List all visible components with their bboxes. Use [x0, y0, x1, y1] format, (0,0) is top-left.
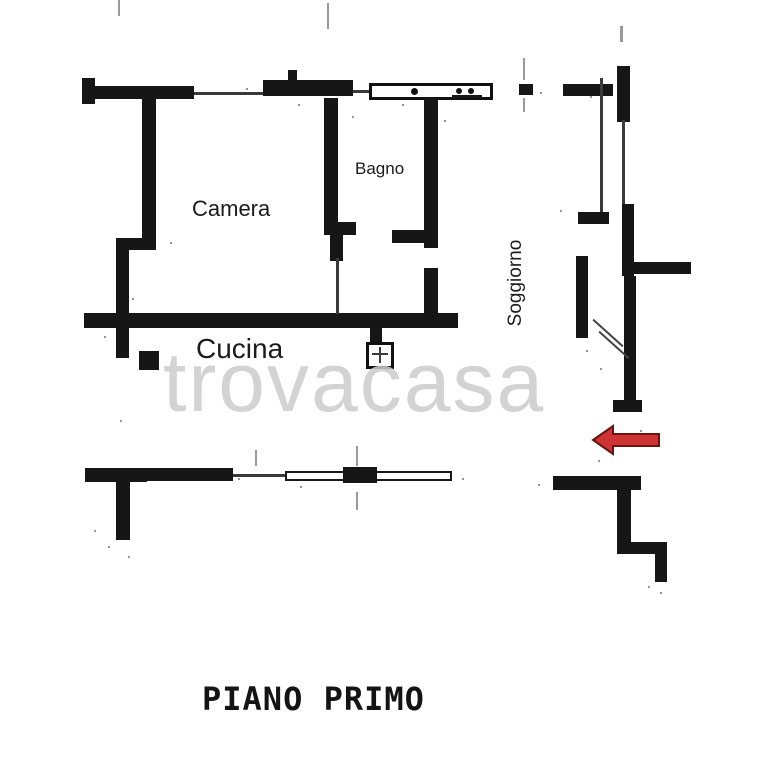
wall-segment — [392, 230, 426, 243]
wall-segment — [288, 70, 297, 81]
wall-segment — [263, 80, 353, 96]
wall-segment — [85, 468, 147, 482]
room-label-cucina: Cucina — [196, 333, 284, 364]
wall-segment — [617, 490, 631, 554]
wall-line — [194, 92, 263, 95]
wall-segment — [116, 238, 156, 250]
wall-segment — [330, 235, 343, 261]
wall-segment — [116, 482, 130, 540]
hatch-line — [592, 318, 624, 348]
fixture-dot — [456, 88, 462, 94]
wall-segment — [578, 212, 609, 224]
scan-mark — [255, 450, 257, 466]
scan-mark — [327, 3, 329, 29]
wall-segment — [343, 467, 377, 483]
wall-segment — [116, 328, 129, 358]
entrance-arrow-icon — [591, 424, 660, 456]
watermark-text: trovacasa — [163, 335, 546, 429]
wall-segment — [324, 98, 338, 230]
wall-segment — [576, 256, 588, 338]
wall-line — [353, 90, 369, 93]
fixture-dot — [411, 88, 418, 95]
wall-segment — [324, 222, 356, 235]
scan-noise — [0, 0, 2, 2]
wall-segment — [553, 476, 641, 490]
room-label-bagno: Bagno — [355, 159, 405, 178]
wall-segment — [424, 268, 438, 318]
wall-segment — [634, 262, 691, 274]
wall-line — [233, 474, 285, 477]
wall-segment — [142, 98, 156, 246]
scan-mark — [523, 98, 525, 112]
wall-segment — [82, 78, 95, 104]
fixture-mark — [379, 347, 381, 363]
scan-mark — [356, 492, 358, 510]
wall-line — [336, 258, 339, 314]
room-label-soggiorno: Soggiorno — [505, 239, 526, 327]
wall-segment — [452, 95, 482, 98]
wall-segment — [631, 542, 667, 554]
wall-segment — [147, 468, 233, 481]
wall-segment — [613, 400, 642, 412]
wall-segment — [519, 84, 533, 95]
wall-segment — [622, 204, 634, 276]
scan-mark — [523, 58, 525, 80]
scan-mark — [620, 26, 623, 42]
wall-segment — [139, 351, 159, 370]
wall-segment — [617, 66, 630, 122]
scan-mark — [118, 0, 120, 16]
floor-title: PIANO PRIMO — [202, 680, 425, 718]
wall-segment — [563, 84, 613, 96]
fixture-dot — [468, 88, 474, 94]
wall-segment — [82, 86, 194, 99]
room-label-camera: Camera — [192, 196, 271, 221]
wall-segment — [624, 276, 636, 408]
wall-line — [622, 120, 625, 206]
scan-mark — [356, 446, 358, 466]
wall-segment — [424, 98, 438, 248]
wall-segment — [655, 554, 667, 582]
wall-line — [600, 78, 603, 212]
wall-segment — [84, 313, 458, 328]
